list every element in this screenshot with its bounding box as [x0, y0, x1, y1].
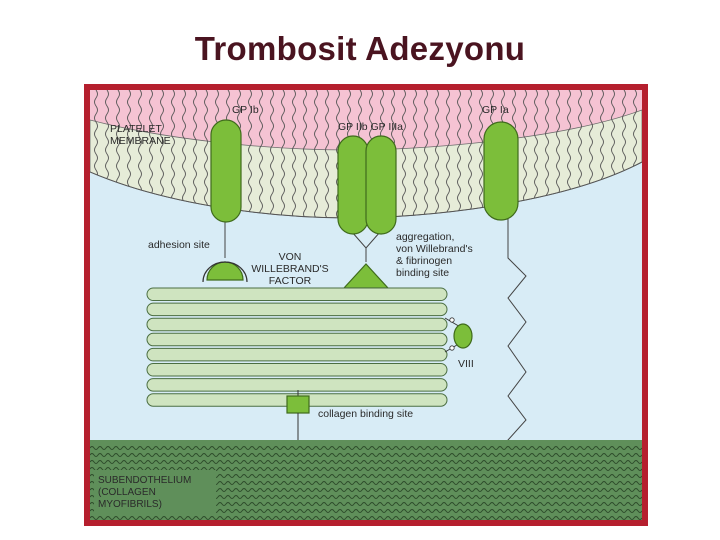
- lipid-line: [402, 90, 406, 218]
- factor-viii: [453, 323, 473, 349]
- lipid-line: [424, 90, 428, 218]
- collagen-wave: [90, 467, 642, 471]
- lipid-line: [292, 90, 296, 218]
- collagen-wave: [90, 516, 642, 520]
- lipid-line: [303, 90, 307, 218]
- label-subendothelium-3: MYOFIBRILS): [98, 499, 162, 510]
- lipid-line: [204, 90, 208, 218]
- label-aggregation-1: aggregation,: [396, 231, 454, 243]
- label-platelet-membrane-2: MEMBRANE: [110, 135, 171, 147]
- label-subendothelium-2: (COLLAGEN: [98, 487, 156, 498]
- collagen-fibril: [146, 378, 448, 392]
- lipid-line: [325, 90, 329, 218]
- lipid-line: [468, 90, 472, 218]
- lipid-line: [446, 90, 450, 218]
- lipid-line: [259, 90, 263, 218]
- collagen-fibril: [146, 302, 448, 317]
- gp-iiia-receptor: [365, 135, 397, 235]
- collagen-wave: [90, 453, 642, 457]
- collagen-binding-site: [286, 395, 310, 414]
- lipid-line: [270, 90, 274, 218]
- label-gp-ib: GP Ib: [232, 104, 259, 116]
- label-aggregation-2: von Willebrand's: [396, 243, 473, 255]
- label-vwf-2: WILLEBRAND'S: [251, 263, 328, 275]
- gp-ib-receptor: [210, 119, 242, 223]
- label-collagen-binding: collagen binding site: [318, 408, 413, 420]
- collagen-wave: [90, 446, 642, 450]
- label-vwf-1: VON: [279, 251, 302, 263]
- adhesion-cup: [202, 261, 248, 283]
- diagram-frame: GP Ib GP IIb GP IIIa GP Ia PLATELET MEMB…: [84, 84, 648, 526]
- collagen-fibril: [146, 347, 448, 362]
- label-aggregation-4: binding site: [396, 267, 449, 279]
- collagen-fibril: [146, 363, 448, 377]
- collagen-fibril: [146, 317, 448, 332]
- collagen-fibril: [146, 287, 448, 301]
- gp-iib-receptor: [337, 135, 369, 235]
- label-gp-iib-iiia: GP IIb GP IIIa: [338, 121, 403, 133]
- lipid-line: [435, 90, 439, 218]
- label-aggregation-3: & fibrinogen: [396, 255, 452, 267]
- label-adhesion-site: adhesion site: [148, 239, 210, 251]
- lipid-line: [479, 90, 483, 218]
- lipid-line: [413, 90, 417, 218]
- collagen-wave: [90, 460, 642, 464]
- platelet-adhesion-diagram: GP Ib GP IIb GP IIIa GP Ia PLATELET MEMB…: [90, 90, 642, 520]
- subendothelium-label-bg: [94, 470, 216, 514]
- gp-ia-receptor: [483, 121, 519, 221]
- lipid-line: [248, 90, 252, 218]
- label-platelet-membrane-1: PLATELET: [110, 123, 162, 135]
- lipid-line: [457, 90, 461, 218]
- receptor-stems: [224, 218, 527, 442]
- label-subendothelium-1: SUBENDOTHELIUM: [98, 475, 191, 486]
- lipid-line: [314, 90, 318, 218]
- label-vwf-3: FACTOR: [269, 275, 312, 287]
- collagen-fibril: [146, 332, 448, 347]
- label-gp-ia: GP Ia: [482, 104, 509, 116]
- page-title: Trombosit Adezyonu: [194, 30, 526, 67]
- label-factor-viii: VIII: [458, 358, 474, 370]
- lipid-line: [281, 90, 285, 218]
